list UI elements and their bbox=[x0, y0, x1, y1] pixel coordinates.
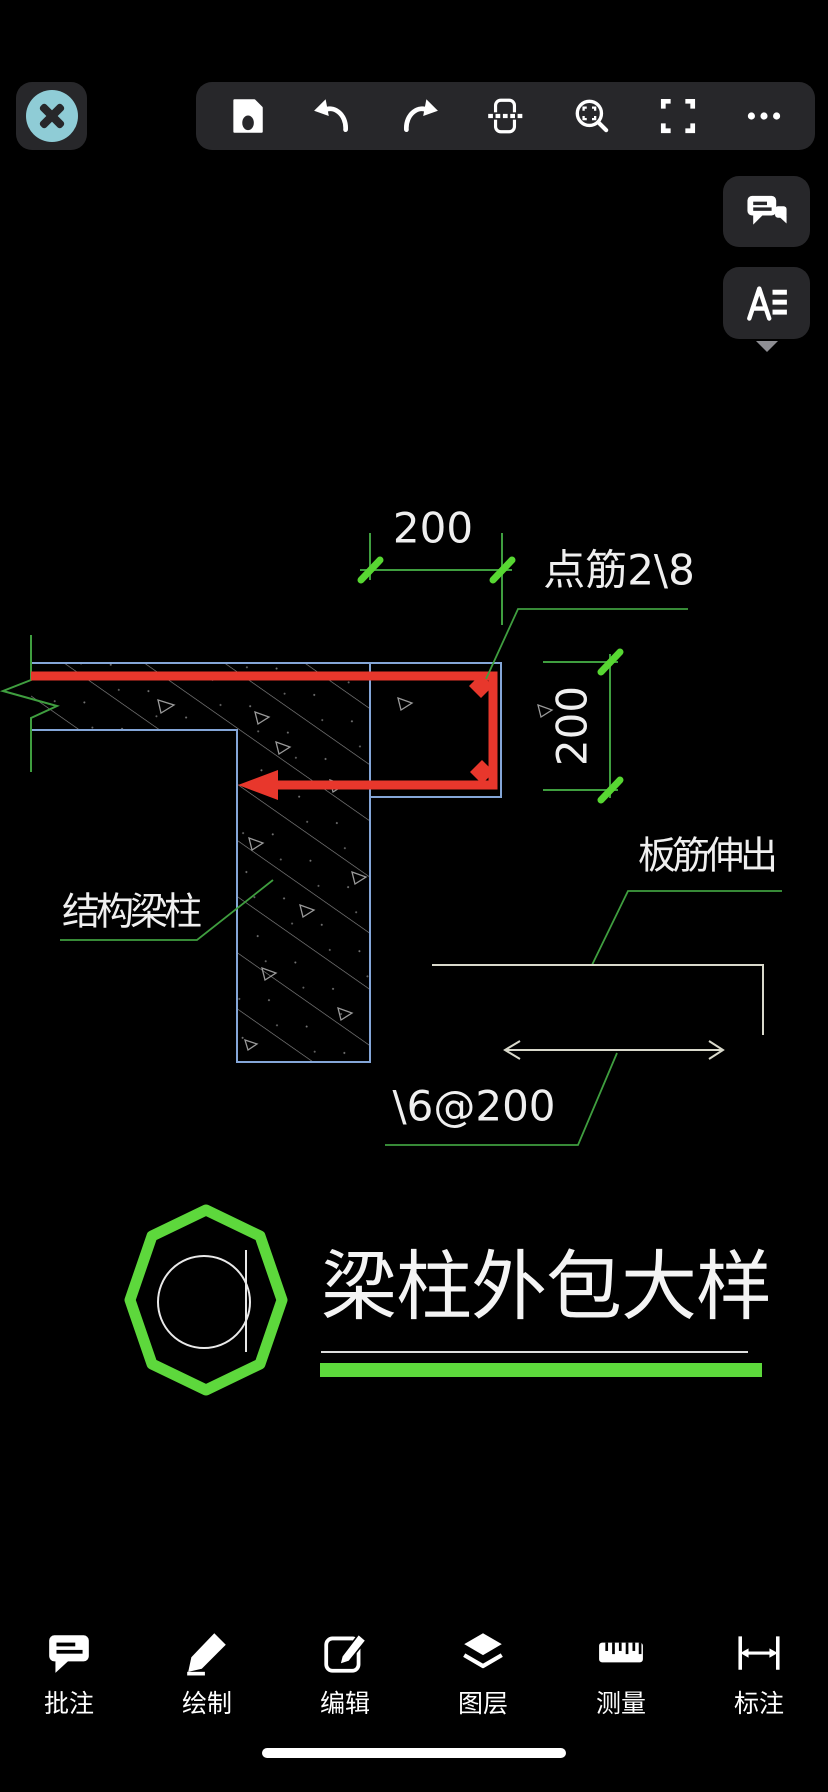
dimension-right bbox=[543, 648, 624, 804]
undo-button[interactable] bbox=[303, 86, 363, 146]
tab-measure[interactable]: 测量 bbox=[552, 1628, 690, 1720]
tab-annotate[interactable]: 批注 bbox=[0, 1628, 138, 1720]
structure-outline bbox=[31, 662, 502, 1063]
bottom-toolbar: 批注 绘制 编辑 图层 bbox=[0, 1628, 828, 1720]
dimension-top bbox=[357, 533, 516, 625]
dim-text-right: 200 bbox=[547, 685, 597, 767]
tab-draw-label: 绘制 bbox=[181, 1690, 232, 1718]
tab-dimension-label: 标注 bbox=[733, 1690, 784, 1718]
save-button[interactable] bbox=[217, 86, 277, 146]
close-button[interactable] bbox=[16, 82, 87, 150]
dim-text-top: 200 bbox=[392, 503, 474, 553]
tab-edit[interactable]: 编辑 bbox=[276, 1628, 414, 1720]
detail-symbol bbox=[124, 1204, 288, 1396]
rebar-polyline bbox=[31, 671, 498, 800]
leader-slab-bars bbox=[591, 890, 782, 966]
ruler-icon bbox=[599, 1642, 643, 1663]
concrete-section bbox=[31, 663, 554, 1062]
leader-lines bbox=[60, 608, 782, 1146]
leader-structure bbox=[60, 879, 274, 941]
A-list-icon bbox=[746, 286, 787, 321]
tab-layers-label: 图层 bbox=[457, 1690, 508, 1718]
tab-draw[interactable]: 绘制 bbox=[138, 1628, 276, 1720]
speech-bubbles-icon bbox=[746, 195, 787, 225]
fullscreen-icon bbox=[660, 98, 695, 134]
zoom-selection-button[interactable] bbox=[562, 86, 622, 146]
more-ellipsis-icon bbox=[747, 112, 781, 120]
chevron-down-icon[interactable] bbox=[756, 341, 778, 352]
drawing-title: 梁柱外包大样 bbox=[321, 1242, 772, 1331]
break-line bbox=[0, 635, 60, 772]
close-x-icon bbox=[25, 90, 78, 142]
point-bar-marker-bottom bbox=[470, 760, 494, 784]
tab-annotate-label: 批注 bbox=[43, 1690, 94, 1718]
leader-spacing bbox=[385, 1052, 618, 1146]
text-style-button[interactable] bbox=[723, 267, 810, 339]
undo-icon bbox=[314, 99, 349, 133]
more-button[interactable] bbox=[734, 86, 794, 146]
comments-button[interactable] bbox=[723, 176, 810, 247]
point-bar-marker-top bbox=[469, 674, 493, 698]
redo-icon bbox=[404, 99, 439, 133]
tab-layers[interactable]: 图层 bbox=[414, 1628, 552, 1720]
label-point-bars: 点筋2\8 bbox=[543, 545, 695, 595]
comment-icon bbox=[49, 1635, 89, 1673]
label-slab-bars-extend: 板筋伸出 bbox=[637, 833, 778, 878]
pencil-icon bbox=[187, 1633, 226, 1676]
label-bar-spacing: \6@200 bbox=[392, 1081, 556, 1131]
dimension-icon bbox=[738, 1636, 780, 1670]
title-rule-green bbox=[320, 1363, 762, 1377]
tab-measure-label: 测量 bbox=[595, 1690, 646, 1718]
edit-square-icon bbox=[324, 1633, 367, 1673]
top-toolbar bbox=[196, 82, 815, 150]
leader-point-bars bbox=[485, 608, 688, 680]
home-indicator[interactable] bbox=[262, 1748, 566, 1758]
layers-icon bbox=[463, 1633, 503, 1669]
zoom-selection-icon bbox=[575, 99, 608, 133]
save-icon bbox=[233, 99, 263, 133]
fullscreen-button[interactable] bbox=[648, 86, 708, 146]
split-reference-icon bbox=[487, 98, 524, 134]
split-reference-button[interactable] bbox=[475, 86, 535, 146]
label-structural-beam-column: 结构梁柱 bbox=[61, 889, 202, 934]
slab-bar-lines bbox=[432, 964, 764, 1060]
tab-dimension[interactable]: 标注 bbox=[690, 1628, 828, 1720]
redo-button[interactable] bbox=[389, 86, 449, 146]
tab-edit-label: 编辑 bbox=[319, 1690, 370, 1718]
